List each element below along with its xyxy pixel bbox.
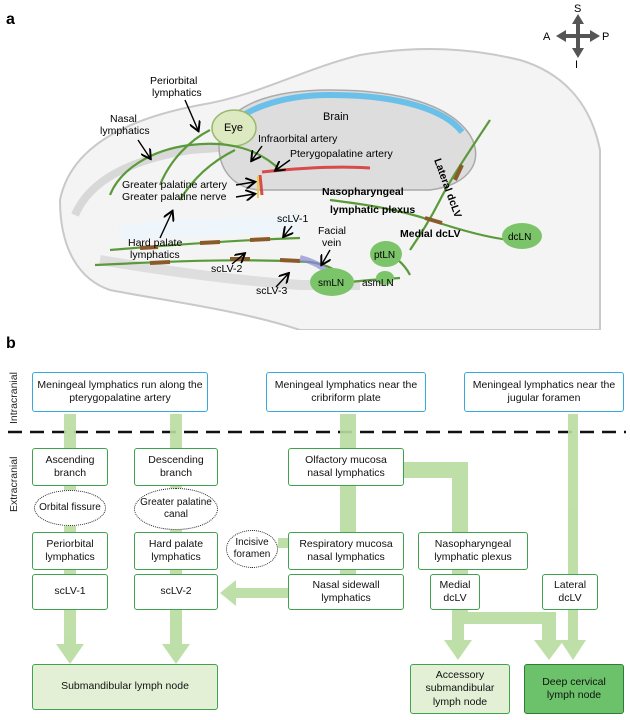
lateral-dclv-box: Lateral dcLV [542,574,598,610]
panel-letter-a: a [6,11,15,28]
incisive-foramen-ellipse: Incisive foramen [226,530,278,568]
intracranial-box-jugular: Meningeal lymphatics near the jugular fo… [464,372,624,412]
sclv2-box: scLV-2 [134,574,218,610]
orientation-compass: S I A P [543,3,609,71]
periorbital-label-1: Periorbital [150,75,197,87]
submandibular-node-box: Submandibular lymph node [32,664,218,710]
sclv1-label: scLV-1 [277,213,308,225]
smln-label: smLN [318,278,344,289]
medial-dclv-box: Medial dcLV [430,574,480,610]
asmln-node [376,271,394,285]
panel-letter-b: b [6,335,16,352]
periorbital-label-2: lymphatics [152,87,202,99]
anatomy-illustration: a S I A P Brain Eye [6,3,609,330]
eye-label: Eye [224,122,243,134]
descending-branch-box: Descending branch [134,448,218,486]
facial-label-2: vein [322,237,341,249]
intracranial-box-pterygopalatine: Meningeal lymphatics run along the ptery… [32,372,208,412]
brain-label: Brain [323,111,349,123]
periorbital-lymphatics-box: Periorbital lymphatics [32,532,108,570]
accessory-submandibular-node-box: Accessory submandibular lymph node [410,664,510,714]
sclv3-label: scLV-3 [256,285,287,297]
intracranial-box-cribriform: Meningeal lymphatics near the cribriform… [266,372,426,412]
intracranial-label: Intracranial [8,372,20,424]
facial-label-1: Facial [318,225,346,237]
compass-i: I [575,59,578,71]
compass-a: A [543,31,551,43]
pterygopalatine-label: Pterygopalatine artery [290,148,393,160]
dcln-node [502,223,542,249]
nasal-label-1: Nasal [110,113,137,125]
greater-palatine-canal-ellipse: Greater palatine canal [134,488,218,530]
respiratory-mucosa-box: Respiratory mucosa nasal lymphatics [288,532,404,570]
nasal-sidewall-box: Nasal sidewall lymphatics [288,574,404,610]
brain-blue-band [222,91,465,134]
dcln-label: dcLN [508,232,531,243]
sclv1-box: scLV-1 [32,574,108,610]
medial-dclv-label: Medial dcLV [400,228,460,240]
hard-palate-label-2: lymphatics [130,249,180,261]
asmln-label: asmLN [362,278,394,289]
orbital-fissure-ellipse: Orbital fissure [34,490,106,526]
olfactory-mucosa-box: Olfactory mucosa nasal lymphatics [288,448,404,486]
compass-s: S [574,3,581,15]
nasopharyngeal-plexus-box: Nasopharyngeal lymphatic plexus [418,532,528,570]
infraorbital-label: Infraorbital artery [258,133,338,145]
hard-palate-region [120,214,300,240]
greater-palatine-nerve-label: Greater palatine nerve [122,191,227,203]
ptln-node [370,241,402,267]
deep-cervical-node-box: Deep cervical lymph node [524,664,624,714]
extracranial-label: Extracranial [8,456,20,512]
nasal-label-2: lymphatics [100,125,150,137]
smln-node [310,268,354,296]
sclv2-label: scLV-2 [211,263,242,275]
ascending-branch-box: Ascending branch [32,448,108,486]
pterygopalatine-artery [258,174,264,196]
greater-palatine-artery-label: Greater palatine artery [122,179,228,191]
ptln-label: ptLN [374,250,395,261]
compass-p: P [602,31,609,43]
hard-palate-lymphatics-box: Hard palate lymphatics [134,532,218,570]
pointer-arrows [137,99,330,288]
nasopharyngeal-label-2: lymphatic plexus [330,204,415,216]
hard-palate-label-1: Hard palate [128,237,182,249]
nasopharyngeal-label-1: Nasopharyngeal [322,186,404,198]
